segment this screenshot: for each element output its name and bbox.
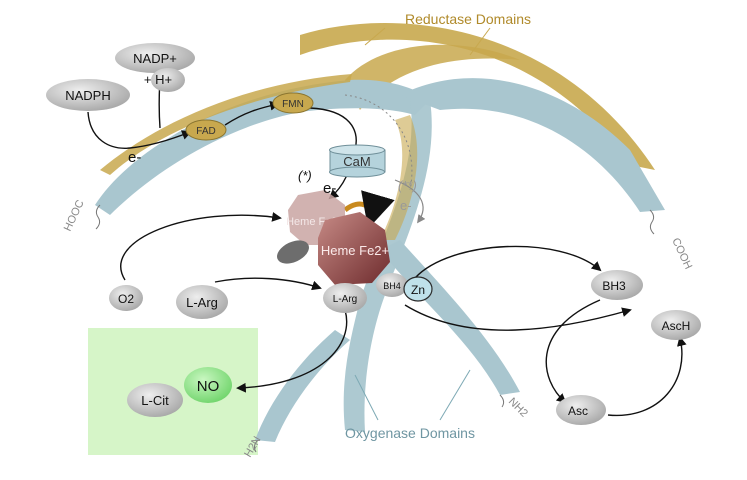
left-arm-band — [95, 79, 430, 215]
asc-node — [556, 395, 606, 425]
l-arg-bound-node — [323, 283, 367, 313]
electron-label-3: e- — [400, 198, 412, 213]
o2-to-heme-arrow — [120, 212, 282, 281]
fad-label: FAD — [196, 126, 215, 137]
no-node — [184, 367, 232, 403]
h-plus-node — [151, 68, 185, 92]
bh3-label: BH3 — [602, 279, 626, 293]
hooc-label: HOOC — [62, 198, 87, 233]
no-label: NO — [197, 378, 220, 395]
o2-node — [109, 285, 143, 311]
bh4-to-bh3-arrow — [414, 245, 602, 279]
site-to-no-arrow — [236, 309, 348, 393]
asc-label: Asc — [568, 404, 588, 418]
bh4-label: BH4 — [383, 281, 401, 291]
oxygenase-leader-1 — [354, 374, 379, 421]
bh4-node — [376, 273, 408, 297]
larg-to-site-arrow — [214, 277, 322, 291]
asch-node — [651, 310, 701, 340]
mark-single: (*) — [298, 168, 312, 183]
reductase-domain-band-lower — [345, 44, 520, 110]
cooh-label: COOH — [669, 236, 694, 271]
l-arg-node — [176, 285, 228, 319]
o2-label: O2 — [118, 292, 134, 306]
nadph-node — [46, 79, 130, 111]
electron-path-grey — [394, 179, 426, 224]
l-arg-bound-label: L-Arg — [333, 294, 357, 305]
nadph-to-fad-arrow — [87, 111, 192, 149]
oxygenase-band-b — [380, 240, 520, 395]
nadp-label: NADP+ — [133, 51, 177, 66]
h2n-tail — [253, 439, 259, 453]
nadph-label: NADPH — [65, 88, 111, 103]
oxygenase-band-c — [255, 330, 350, 442]
dotted-path — [344, 94, 413, 191]
mark-double: (**) — [398, 178, 417, 193]
zinc-node — [403, 276, 433, 302]
cooh-tail — [649, 209, 655, 235]
h-plus-label: + H+ — [144, 72, 172, 87]
l-cit-label: L-Cit — [141, 393, 169, 408]
reductase-leader-2 — [469, 27, 491, 56]
electron-label-2: e- — [323, 180, 336, 197]
electron-label-1: e- — [128, 149, 141, 166]
heme-fe2-octagon — [318, 212, 390, 285]
bound-oxygen — [277, 240, 309, 264]
asch-label: AscH — [662, 319, 691, 333]
l-cit-node — [127, 383, 183, 417]
heme-fe2-label: Heme Fe2+ — [321, 243, 389, 258]
bh3-node — [591, 270, 643, 300]
bh3-to-asc-arrow — [545, 299, 601, 404]
fmn-node — [272, 92, 314, 114]
nadp-node — [115, 43, 195, 73]
right-arm-band — [400, 78, 665, 212]
asc-to-asch-arrow — [607, 336, 687, 417]
hooc-tail — [95, 204, 101, 230]
reductase-domains-label: Reductase Domains — [405, 11, 531, 27]
cam-label: CaM — [343, 154, 370, 169]
fad-node — [185, 119, 227, 141]
zn-to-bh3-arrow — [404, 304, 632, 331]
reductase-leader-1 — [364, 27, 386, 46]
nh2-tail — [499, 394, 505, 408]
reduction-arrow — [343, 190, 395, 229]
l-arg-label: L-Arg — [186, 295, 218, 310]
zinc-label: Zn — [411, 283, 425, 297]
left-arm-gold-edge — [100, 74, 352, 175]
oxygenase-leader-2 — [439, 369, 471, 421]
nh2-label: NH2 — [506, 396, 530, 420]
fmn-label: FMN — [282, 99, 304, 110]
oxygenase-domains-label: Oxygenase Domains — [345, 425, 475, 441]
calmodulin-cylinder — [329, 144, 386, 178]
